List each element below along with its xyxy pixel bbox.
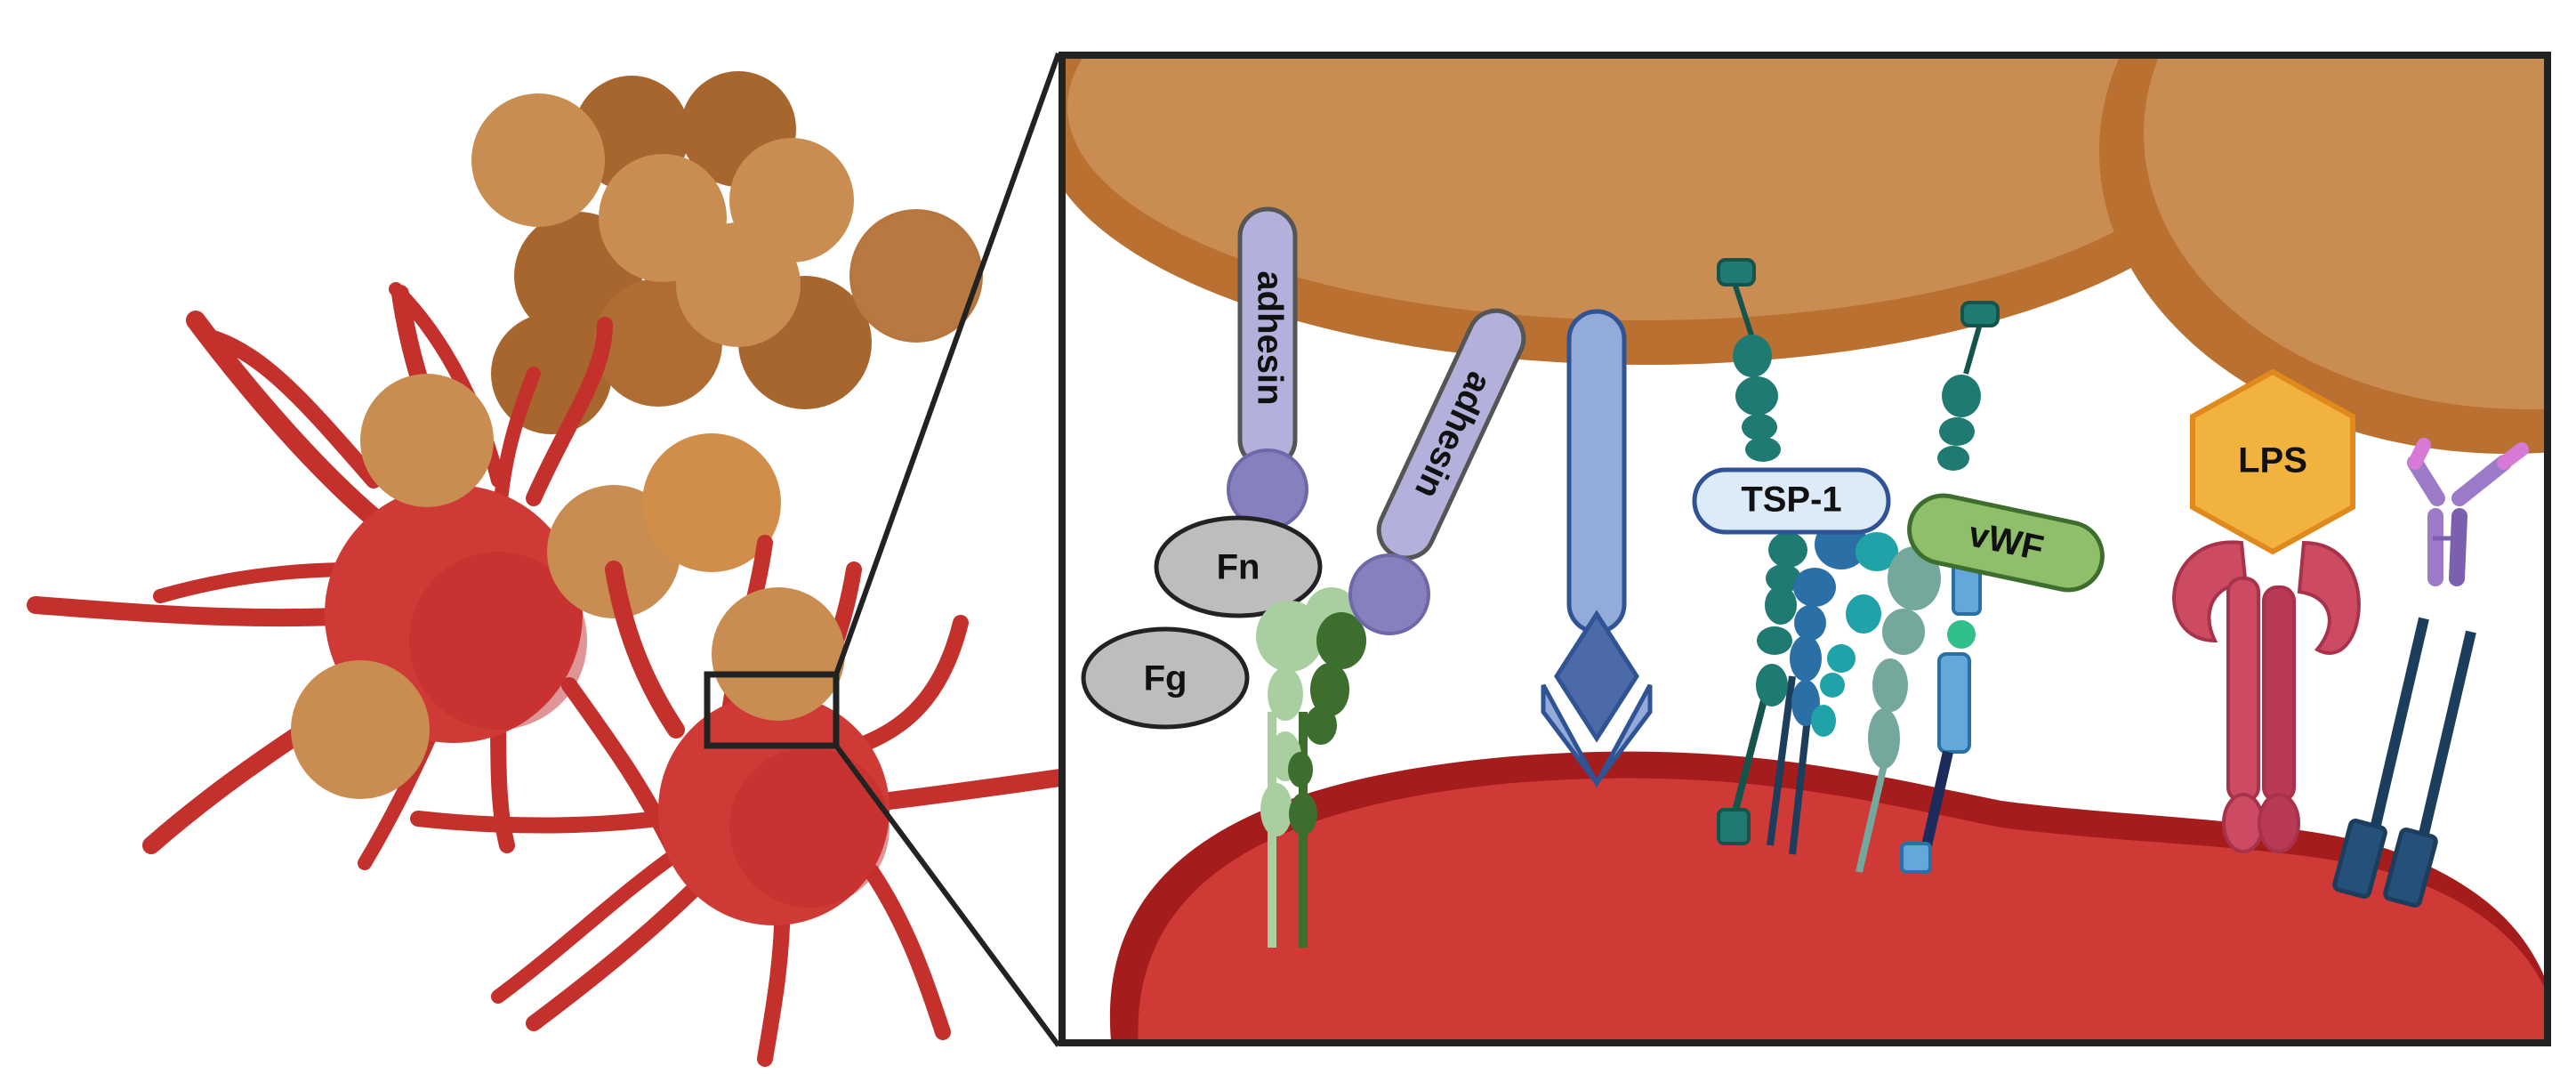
zoom-panel: adhesin Fn Fg	[1059, 52, 2551, 1046]
fc-receptor	[2332, 617, 2476, 908]
zoom-region-box	[704, 671, 840, 749]
adhesin-label: adhesin	[1250, 270, 1289, 405]
receptor-arrow	[1541, 309, 1653, 788]
tsp1-label: TSP-1	[1741, 480, 1841, 520]
vwf-receptor	[1900, 301, 2000, 874]
fg-label: Fg	[1144, 659, 1187, 698]
zoom-panel-border	[1059, 52, 2551, 1046]
bacterium	[360, 374, 494, 507]
lps-molecule: LPS	[2190, 368, 2355, 555]
lps-label: LPS	[2238, 441, 2307, 480]
tlr-receptor	[2172, 540, 2361, 853]
vwf-protein: vWF	[1907, 493, 2105, 593]
fibrinogen: Fg	[1081, 626, 1250, 730]
fn-label: Fn	[1217, 548, 1260, 587]
integrin-receptor	[1256, 587, 1366, 948]
overview-illustration	[27, 52, 1094, 1067]
bacterium	[642, 433, 781, 572]
bacterium	[712, 587, 845, 721]
fibronectin: Fn	[1154, 515, 1323, 618]
antibody	[2407, 438, 2529, 586]
tsp1-protein: TSP-1	[1692, 467, 1891, 535]
tsp1-binding-complex	[1717, 520, 1941, 873]
bacterium	[291, 660, 430, 799]
tsp1-receptor-group	[1717, 258, 1781, 462]
adhesin-vertical: adhesin	[1227, 206, 1308, 530]
bacteria-cluster	[471, 71, 983, 434]
